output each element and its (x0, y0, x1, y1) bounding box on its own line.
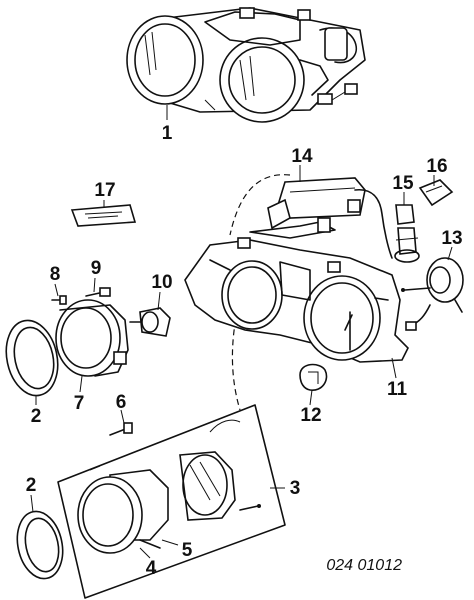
lamp-unit-part-7 (55, 299, 129, 377)
callout-14: 14 (291, 146, 313, 167)
callout-6: 6 (116, 392, 127, 413)
callout-16: 16 (426, 156, 447, 177)
callout-2-lower: 2 (26, 475, 37, 496)
plate-part-17 (70, 204, 137, 227)
callout-10: 10 (151, 272, 172, 293)
callout-17: 17 (94, 180, 115, 201)
trim-ring-part-2-upper (5, 319, 59, 397)
headlight-assembly-part-1 (126, 7, 366, 123)
callout-13: 13 (441, 228, 462, 249)
callout-3: 3 (290, 478, 301, 499)
bulb-part-9 (85, 287, 111, 297)
callout-15: 15 (392, 173, 414, 194)
leader-lines (30, 105, 453, 559)
fog-lamp-group-part-3 (57, 404, 286, 599)
bulb-holder-part-13 (401, 257, 464, 331)
socket-part-15 (394, 204, 420, 263)
control-module-part-14 (249, 177, 393, 259)
callout-7: 7 (74, 393, 85, 414)
guide-line (229, 174, 291, 236)
callout-1: 1 (162, 123, 173, 144)
callout-12: 12 (300, 405, 321, 426)
bracket-part-16 (418, 179, 454, 207)
screw-part-8 (51, 295, 67, 305)
callout-8: 8 (50, 264, 61, 285)
trim-ring-part-2-lower (16, 510, 64, 580)
clip-ring-part-12 (299, 363, 328, 391)
callout-2-upper: 2 (31, 406, 42, 427)
screw-part-6 (109, 422, 133, 436)
diagram-code: 024 01012 (326, 557, 402, 574)
callout-5: 5 (182, 540, 193, 561)
housing-frame-part-11 (184, 237, 409, 363)
callout-9: 9 (91, 258, 102, 279)
bulb-part-10 (129, 307, 171, 337)
callout-4: 4 (146, 558, 157, 579)
callout-11: 11 (387, 379, 408, 400)
